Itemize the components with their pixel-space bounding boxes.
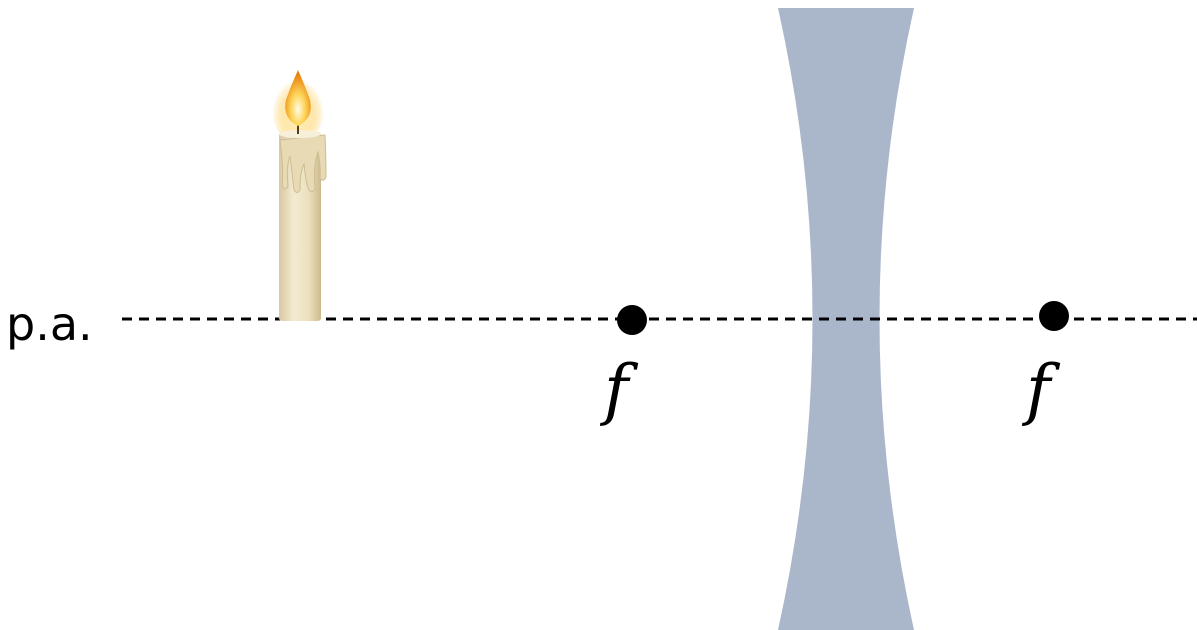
focal-label-right: f: [1021, 351, 1061, 428]
candle-top: [279, 130, 321, 138]
candle-flame: [285, 70, 311, 126]
focal-label-left: f: [599, 351, 639, 428]
focal-point-dot-right: [1039, 301, 1069, 331]
focal-point-dot-left: [617, 305, 647, 335]
principal-axis-label: p.a.: [6, 297, 93, 351]
wax-drips: [279, 134, 327, 193]
candle-object: [272, 70, 327, 321]
